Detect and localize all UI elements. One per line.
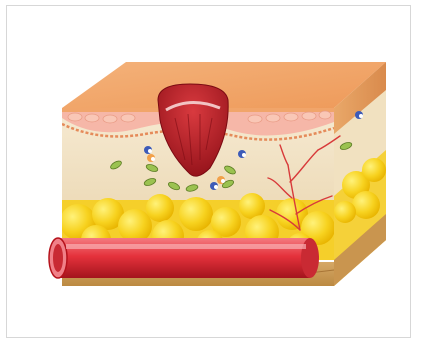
blood-vessel (49, 238, 319, 278)
